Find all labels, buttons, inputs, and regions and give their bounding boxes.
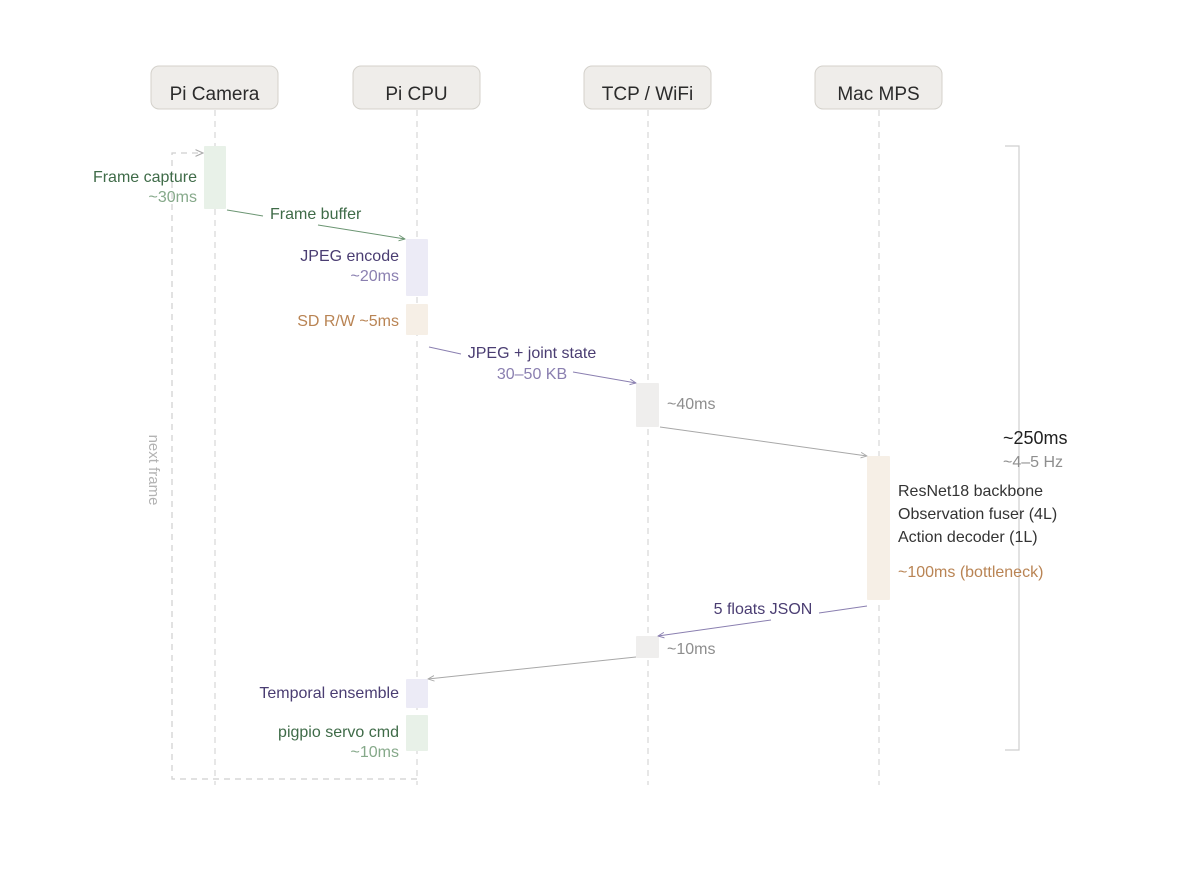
lane-title-mac-mps: Mac MPS [837, 84, 919, 105]
frame-buffer-arrow [317, 224, 405, 239]
lane-title-tcp-wifi: TCP / WiFi [602, 84, 693, 105]
next-frame-label: next frame [145, 435, 162, 506]
jpeg-joint-arrow [572, 371, 636, 383]
activation-temporal-ensemble [406, 679, 428, 708]
activation-jpeg-encode [406, 239, 428, 296]
jpeg-encode-time: ~20ms [351, 268, 399, 285]
activation-model-inference [867, 456, 890, 600]
servo-cmd-label: pigpio servo cmd [278, 724, 399, 741]
lane-mac-mps: Mac MPS [814, 65, 943, 110]
activation-tcp-return [636, 636, 659, 658]
floats-json-label: 5 floats JSON [714, 601, 813, 618]
loop-path [171, 153, 417, 780]
total-latency-time: ~250ms [1003, 428, 1068, 448]
tcp-to-cpu-arrow [428, 656, 637, 679]
lane-header-box [150, 65, 279, 110]
lane-header-box [352, 65, 481, 110]
lane-header-box [814, 65, 943, 110]
total-latency-rate: ~4–5 Hz [1003, 454, 1063, 471]
tcp-send-time: ~40ms [667, 396, 715, 413]
model-backbone-label: ResNet18 backbone [898, 483, 1043, 500]
floats-json-arrow [658, 619, 772, 636]
model-inference-time: ~100ms (bottleneck) [898, 564, 1043, 581]
lane-pi-cpu: Pi CPU [352, 65, 481, 110]
activation-servo-cmd [406, 715, 428, 751]
lane-pi-camera: Pi Camera [150, 65, 279, 110]
activation-frame-capture [204, 146, 226, 209]
jpeg-encode-label: JPEG encode [300, 248, 399, 265]
frame-capture-label: Frame capture [93, 169, 197, 186]
lane-title-pi-camera: Pi Camera [170, 84, 260, 105]
frame-capture-time: ~30ms [149, 189, 197, 206]
model-decoder-label: Action decoder (1L) [898, 529, 1038, 546]
servo-cmd-time: ~10ms [351, 744, 399, 761]
floats-json-arrow-tail [818, 605, 868, 614]
frame-buffer-label: Frame buffer [270, 206, 362, 223]
model-fuser-label: Observation fuser (4L) [898, 506, 1057, 523]
jpeg-joint-size: 30–50 KB [497, 366, 567, 383]
lane-header-box [583, 65, 712, 110]
tcp-to-mac-arrow [659, 426, 867, 456]
frame-buffer-arrow-tail [226, 209, 264, 217]
activation-sd-rw [406, 304, 428, 335]
tcp-return-time: ~10ms [667, 641, 715, 658]
temporal-ensemble-label: Temporal ensemble [259, 685, 399, 702]
jpeg-joint-label: JPEG + joint state [468, 345, 597, 362]
total-latency-bracket [1005, 145, 1020, 751]
lane-title-pi-cpu: Pi CPU [385, 84, 447, 105]
next-frame-loop: next frame [145, 153, 417, 780]
lane-tcp-wifi: TCP / WiFi [583, 65, 712, 110]
jpeg-joint-arrow-tail [428, 346, 462, 355]
activation-tcp-send [636, 383, 659, 427]
sd-rw-label: SD R/W ~5ms [297, 313, 399, 330]
